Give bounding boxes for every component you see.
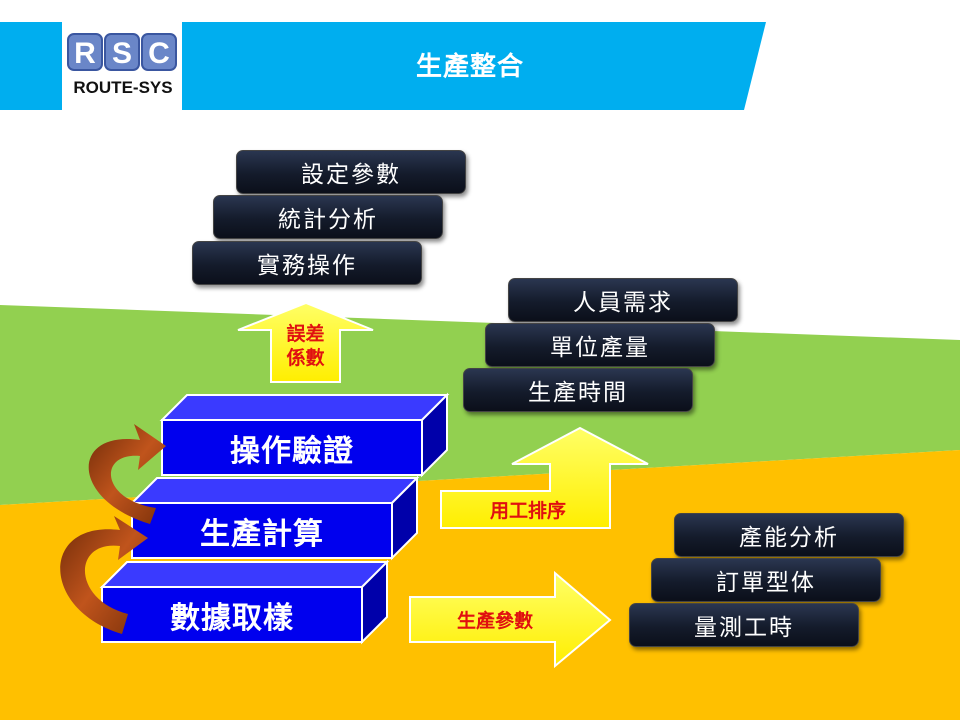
curved-arrow-lower (60, 516, 148, 634)
up-arrow (237, 301, 374, 383)
header-bar (0, 22, 766, 110)
box-capacity-analysis: 產能分析 (674, 513, 904, 557)
box-statistical-analysis: 統計分析 (213, 195, 443, 239)
svg-text:C: C (148, 37, 170, 70)
up-arrow-label-line1: 誤差 (286, 323, 325, 345)
box-practical-operation: 實務操作 (192, 241, 422, 285)
svg-text:R: R (74, 37, 96, 70)
up-arrow-label-line2: 係數 (286, 347, 325, 369)
rsc-logo-icon: R S C (67, 33, 177, 71)
box-set-parameters: 設定參數 (236, 150, 466, 194)
step-bottom (99, 559, 390, 645)
svg-text:S: S (112, 37, 132, 70)
step-label-sampling: 數據取樣 (170, 601, 294, 636)
box-measured-work-hours: 量測工時 (629, 603, 859, 647)
bend-arrow-label: 用工排序 (489, 500, 566, 522)
box-unit-output: 單位產量 (485, 323, 715, 367)
bend-arrow (440, 426, 649, 529)
right-arrow (409, 570, 612, 669)
right-arrow-label: 生產參數 (456, 610, 533, 632)
step-label-calculation: 生產計算 (200, 517, 324, 552)
box-staff-demand: 人員需求 (508, 278, 738, 322)
logo-text: ROUTE-SYS (73, 78, 173, 97)
step-top (159, 392, 450, 478)
step-label-verification: 操作驗證 (230, 434, 354, 469)
up-arrow-label: 誤差 係數 (271, 322, 340, 370)
page-title: 生產整合 (415, 52, 524, 82)
box-order-type: 訂單型体 (651, 558, 881, 602)
curved-arrow-upper (88, 424, 166, 524)
box-production-time: 生產時間 (463, 368, 693, 412)
